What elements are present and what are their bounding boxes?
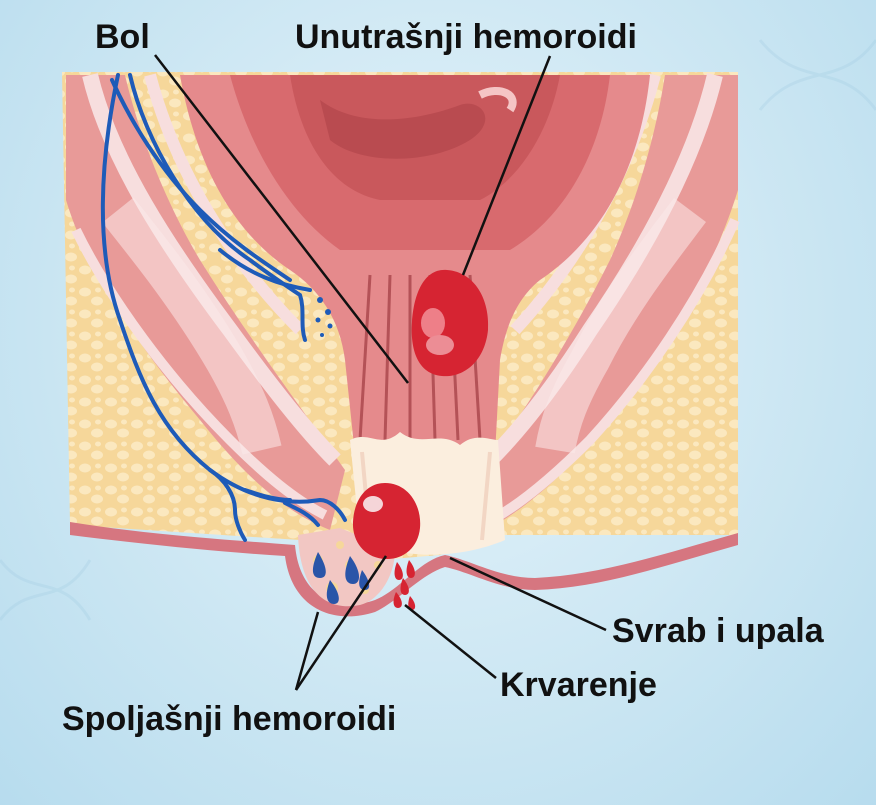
leader-line-bleeding — [404, 604, 497, 679]
leader-line-internal — [461, 55, 552, 276]
label-itching-inflammation: Svrab i upala — [612, 612, 824, 650]
rectum — [180, 75, 650, 555]
vein-droplets — [315, 297, 333, 337]
label-pain: Bol — [95, 18, 150, 56]
left-sphincter-muscle — [66, 73, 345, 530]
label-external-hemorrhoids: Spoljašnji hemoroidi — [62, 700, 397, 738]
leader-line-external-2 — [294, 555, 388, 691]
blood-drops — [393, 560, 416, 610]
label-internal-hemorrhoids: Unutrašnji hemoroidi — [295, 18, 637, 56]
leader-line-external-1 — [294, 611, 320, 691]
label-bleeding: Krvarenje — [500, 666, 657, 704]
right-sphincter-muscle — [480, 73, 740, 525]
blood-veins — [100, 73, 347, 542]
skin-edge — [70, 522, 738, 617]
external-hemorrhoid — [352, 483, 421, 560]
leader-line-pain — [154, 54, 409, 384]
leader-line-itching — [449, 556, 607, 632]
internal-hemorrhoid — [411, 269, 489, 377]
leader-lines — [154, 54, 607, 691]
background-decoration — [0, 39, 876, 621]
